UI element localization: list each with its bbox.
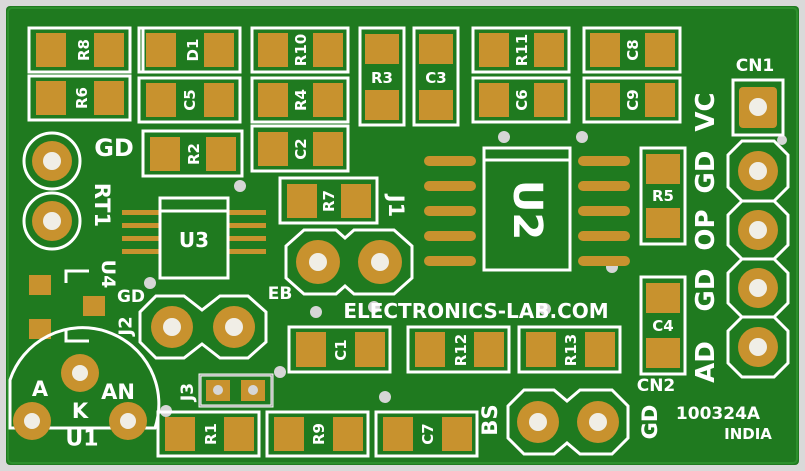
r6-label: R6 [73,87,91,109]
u4-label: U4 [97,260,119,289]
r5-label: R5 [652,187,674,205]
r5: R5 [639,146,687,246]
r1-label: R1 [202,423,220,445]
gd-left-label: GD [94,134,134,162]
cn1-label: CN1 [736,56,775,76]
j1: J1 [284,193,414,296]
r1: R1 [156,410,261,458]
c3: C3 [412,26,460,127]
gd1-label: GD [691,151,721,194]
j2: J2 GD EB [116,284,293,360]
r6: R6 [27,74,132,122]
r9: R9 [265,410,370,458]
bs-label: BS [478,404,502,435]
cn2: CN2 BS GD [478,376,676,456]
c2: C2 [250,124,350,173]
cn2-label: CN2 [637,376,676,396]
c5-label: C5 [181,89,199,110]
c5: C5 [137,76,242,124]
r11-label: R11 [513,34,531,66]
d1-label: D1 [184,39,202,62]
r2: R2 [141,129,244,178]
c4-label: C4 [652,317,673,335]
c3-label: C3 [425,69,446,87]
board-code: 100324A [676,404,761,424]
a-label: A [32,377,49,401]
r7-label: R7 [320,190,338,212]
u1: A K AN U1 [8,326,161,452]
u2: U2 [424,146,630,272]
rt1-label: RT1 [90,183,114,227]
r10-label: R10 [292,34,310,66]
c1-label: C1 [332,339,350,360]
c9-label: C9 [624,89,642,110]
d1: D1 [137,26,242,74]
r2-label: R2 [185,143,203,165]
c8-label: C8 [624,39,642,60]
an-label: AN [101,380,135,404]
gd-j2-label: GD [117,287,145,307]
r11: R11 [471,26,571,74]
r8: R8 [27,26,132,74]
r12-label: R12 [452,334,470,366]
brand-text: ELECTRONICS-LAB.COM [343,299,608,323]
j3: J3 [178,373,274,408]
r12: R12 [406,325,511,374]
u3-label: U3 [179,228,209,252]
c6: C6 [471,76,571,124]
u3: U3 [122,196,266,280]
board-country: INDIA [724,425,772,443]
c8: C8 [582,26,682,74]
r3-label: R3 [371,69,393,87]
k-label: K [72,399,89,423]
r13: R13 [517,325,622,374]
r4-label: R4 [292,89,310,111]
r7: R7 [278,176,379,225]
vc-label: VC [691,92,721,131]
u1-label: U1 [65,427,98,452]
c2-label: C2 [292,138,310,159]
j2-label: J2 [116,316,137,337]
r4: R4 [250,76,350,124]
c7-label: C7 [419,423,437,444]
r3: R3 [358,26,406,127]
u4: U4 [29,260,119,343]
r13-label: R13 [562,334,580,366]
op-label: OP [691,209,721,250]
r10: R10 [250,26,350,74]
u2-label: U2 [504,180,550,240]
r8-label: R8 [75,39,93,61]
board-outline [7,7,798,464]
r9-label: R9 [310,423,328,445]
c9: C9 [582,76,682,124]
c1: C1 [287,325,392,374]
eb-label: EB [268,284,293,304]
rt1: RT1 GD [22,131,134,251]
gd2-label: GD [691,269,721,312]
c7: C7 [374,410,479,458]
ad-label: AD [691,341,721,383]
j3-label: J3 [178,383,198,402]
c6-label: C6 [513,89,531,110]
cn1: CN1 VC GD OP GD AD [691,56,790,383]
gd-cn2-label: GD [638,405,662,440]
j1-label: J1 [384,193,408,217]
c4: C4 [639,275,687,376]
